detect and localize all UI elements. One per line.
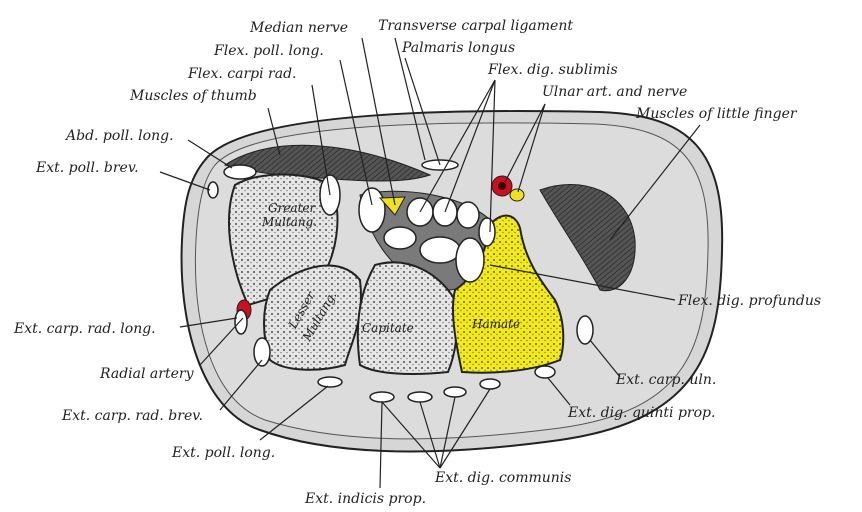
extensor-tendons xyxy=(234,309,594,403)
label-median-nerve: Median nerve xyxy=(249,20,348,36)
ulnar-nerve xyxy=(509,188,525,202)
label-ext-carp-uln: Ext. carp. uln. xyxy=(615,372,716,388)
label-muscles-little-finger: Muscles of little finger xyxy=(635,106,798,122)
label-ext-carp-rad-brev: Ext. carp. rad. brev. xyxy=(61,408,203,424)
label-radial-artery: Radial artery xyxy=(99,366,195,382)
hamate-bone xyxy=(451,214,565,374)
label-flex-dig-profundus: Flex. dig. profundus xyxy=(677,293,821,309)
label-muscles-of-thumb: Muscles of thumb xyxy=(129,88,257,104)
label-ext-poll-long: Ext. poll. long. xyxy=(171,445,275,461)
leader-lines xyxy=(159,37,701,489)
label-flex-poll-long: Flex. poll. long. xyxy=(213,43,324,59)
capitate-bone xyxy=(356,261,458,375)
greater-multang-label-2: Multang. xyxy=(261,215,317,229)
muscles-of-little-finger xyxy=(539,183,636,292)
label-flex-carpi-rad: Flex. carpi rad. xyxy=(187,66,297,82)
label-ext-dig-quinti-prop: Ext. dig. quinti prop. xyxy=(567,405,715,421)
label-ext-carp-rad-long: Ext. carp. rad. long. xyxy=(13,321,156,337)
median-nerve xyxy=(378,196,406,216)
label-ulnar-art-nerve: Ulnar art. and nerve xyxy=(542,84,687,100)
label-ext-poll-brev: Ext. poll. brev. xyxy=(35,160,139,176)
greater-multang-label-1: Greater xyxy=(268,201,317,215)
hamate-label: Hamate xyxy=(471,317,520,331)
label-flex-dig-sublimis: Flex. dig. sublimis xyxy=(487,62,618,78)
flexor-tendons xyxy=(207,164,496,283)
label-palmaris-longus: Palmaris longus xyxy=(401,40,515,56)
label-ext-dig-communis: Ext. dig. communis xyxy=(434,470,571,486)
label-transverse-carpal-ligament: Transverse carpal ligament xyxy=(378,18,573,34)
label-ext-indicis-prop: Ext. indicis prop. xyxy=(304,491,426,507)
label-abd-poll-long: Abd. poll. long. xyxy=(64,128,174,144)
capitate-label: Capitate xyxy=(362,321,414,335)
